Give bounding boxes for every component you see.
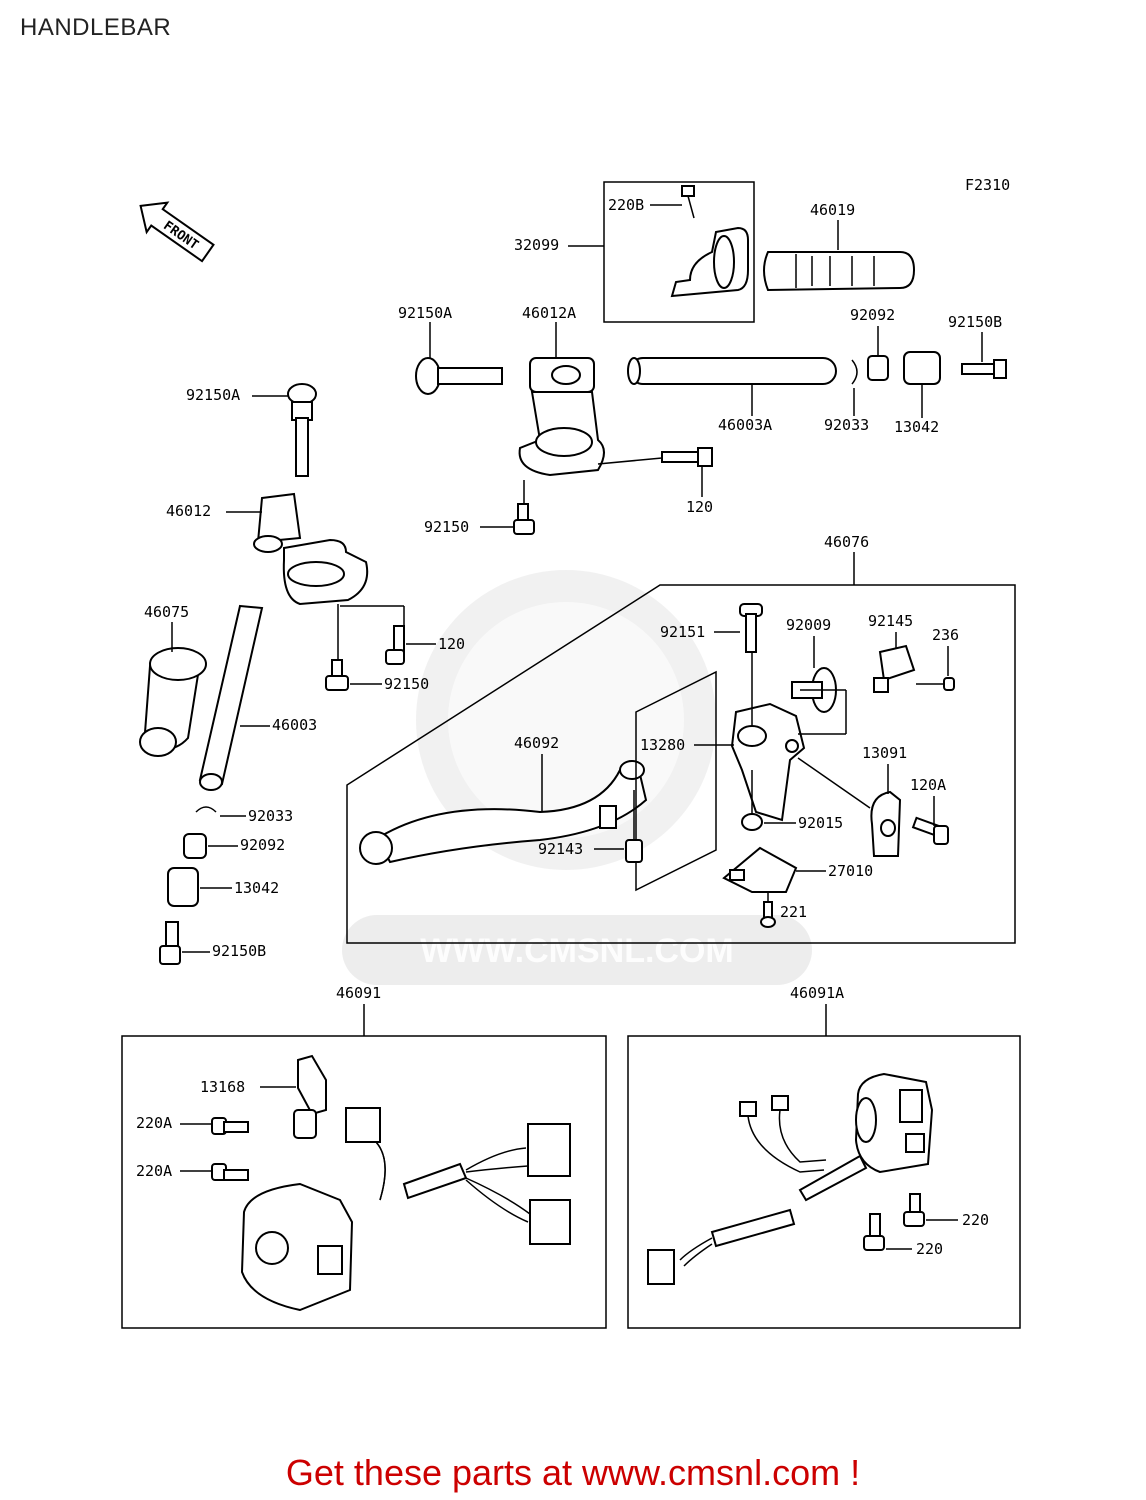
bolt-120-top [661,447,713,467]
holder-46012A [518,357,605,477]
label-46092: 46092 [514,734,559,752]
label-13280: 13280 [640,736,685,754]
bolt-92150A-top [415,357,503,395]
front-arrow-icon: FRONT [139,201,215,263]
label-220A-1: 220A [136,1114,172,1132]
bolt-120-left [385,625,405,665]
parts-diagram: WWW.CMSNL.COM F2310 FRONT 220B 32099 460… [121,176,1021,1329]
label-92092-top: 92092 [850,306,895,324]
label-236: 236 [932,626,959,644]
label-46012: 46012 [166,502,211,520]
label-221: 221 [780,903,807,921]
circlip-92033-left [195,806,217,813]
clamp-13091 [870,790,902,857]
left-switch-housing [240,1182,354,1312]
label-13091: 13091 [862,744,907,762]
label-46091A: 46091A [790,984,844,1002]
switch-27010 [722,846,798,893]
label-120-left: 120 [438,635,465,653]
throttle-assembly-box [603,181,755,323]
right-switch-housing [854,1072,934,1174]
label-92092-left: 92092 [240,836,285,854]
lever-46092 [359,760,648,865]
label-120-top: 120 [686,498,713,516]
lever-pivot-inset [635,670,717,892]
circlip-92033-top [851,359,858,385]
bar-46003A [627,357,837,385]
bolt-92150B-top [961,359,1007,379]
left-switch-box [121,1035,607,1329]
weight-13042-left [167,867,199,907]
screw-236 [916,677,955,691]
label-46019: 46019 [810,201,855,219]
label-220A-2: 220A [136,1162,172,1180]
screw-220A-2 [211,1163,249,1181]
lever-holder-13280 [730,702,806,822]
damper-92092-top [867,355,889,381]
watermark-text: WWW.CMSNL.COM [420,932,734,970]
bolt-92150-top [513,503,535,535]
page-title: HANDLEBAR [20,14,172,41]
label-46003: 46003 [272,716,317,734]
clip-92145 [873,644,916,693]
screw-220B [681,185,695,219]
label-46075: 46075 [144,603,189,621]
weight-13042-top [903,351,941,385]
collar-92143 [625,839,643,863]
label-32099: 32099 [514,236,559,254]
lever-assembly-box [346,584,1016,944]
right-switch-wiring [647,1095,868,1285]
label-92150-top: 92150 [424,518,469,536]
label-220-2: 220 [916,1240,943,1258]
label-92150A-left: 92150A [186,386,240,404]
switch-lever-13168 [293,1054,327,1139]
right-switch-box [627,1035,1021,1329]
screw-221 [760,901,776,928]
label-120A: 120A [910,776,946,794]
label-92143: 92143 [538,840,583,858]
label-92150B-left: 92150B [212,942,266,960]
label-13042-top: 13042 [894,418,939,436]
label-46076: 46076 [824,533,869,551]
label-92151: 92151 [660,623,705,641]
footer-link-text[interactable]: Get these parts at www.cmsnl.com ! [285,1452,861,1493]
label-92033-left: 92033 [248,807,293,825]
label-92009: 92009 [786,616,831,634]
throttle-sleeve [670,226,749,298]
holder-46012 [253,492,369,606]
label-220B: 220B [608,196,644,214]
label-92150-left: 92150 [384,675,429,693]
label-13042-left: 13042 [234,879,279,897]
screw-220A-1 [211,1117,249,1135]
label-27010: 27010 [828,862,873,880]
label-46012A: 46012A [522,304,576,322]
bar-46003 [198,604,264,791]
bolt-120A [911,816,949,845]
label-92150B-top: 92150B [948,313,1002,331]
figure-code: F2310 [965,176,1010,194]
bolt-92150B-left [159,921,181,965]
grip-46019 [763,251,916,292]
damper-92092-left [183,833,207,859]
grip-46075 [139,647,207,757]
bolt-92151 [739,603,763,653]
left-switch-wiring [345,1107,571,1245]
bolt-92150A-left [287,383,317,477]
nut-92015 [741,813,763,831]
label-92015: 92015 [798,814,843,832]
watermark: WWW.CMSNL.COM [342,570,812,985]
label-92145: 92145 [868,612,913,630]
label-220-1: 220 [962,1211,989,1229]
label-46003A: 46003A [718,416,772,434]
label-92150A-top: 92150A [398,304,452,322]
label-13168: 13168 [200,1078,245,1096]
screw-220-1 [903,1193,925,1227]
screw-220-2 [863,1213,885,1251]
label-46091: 46091 [336,984,381,1002]
bolt-92150-left [325,659,349,691]
label-92033-top: 92033 [824,416,869,434]
